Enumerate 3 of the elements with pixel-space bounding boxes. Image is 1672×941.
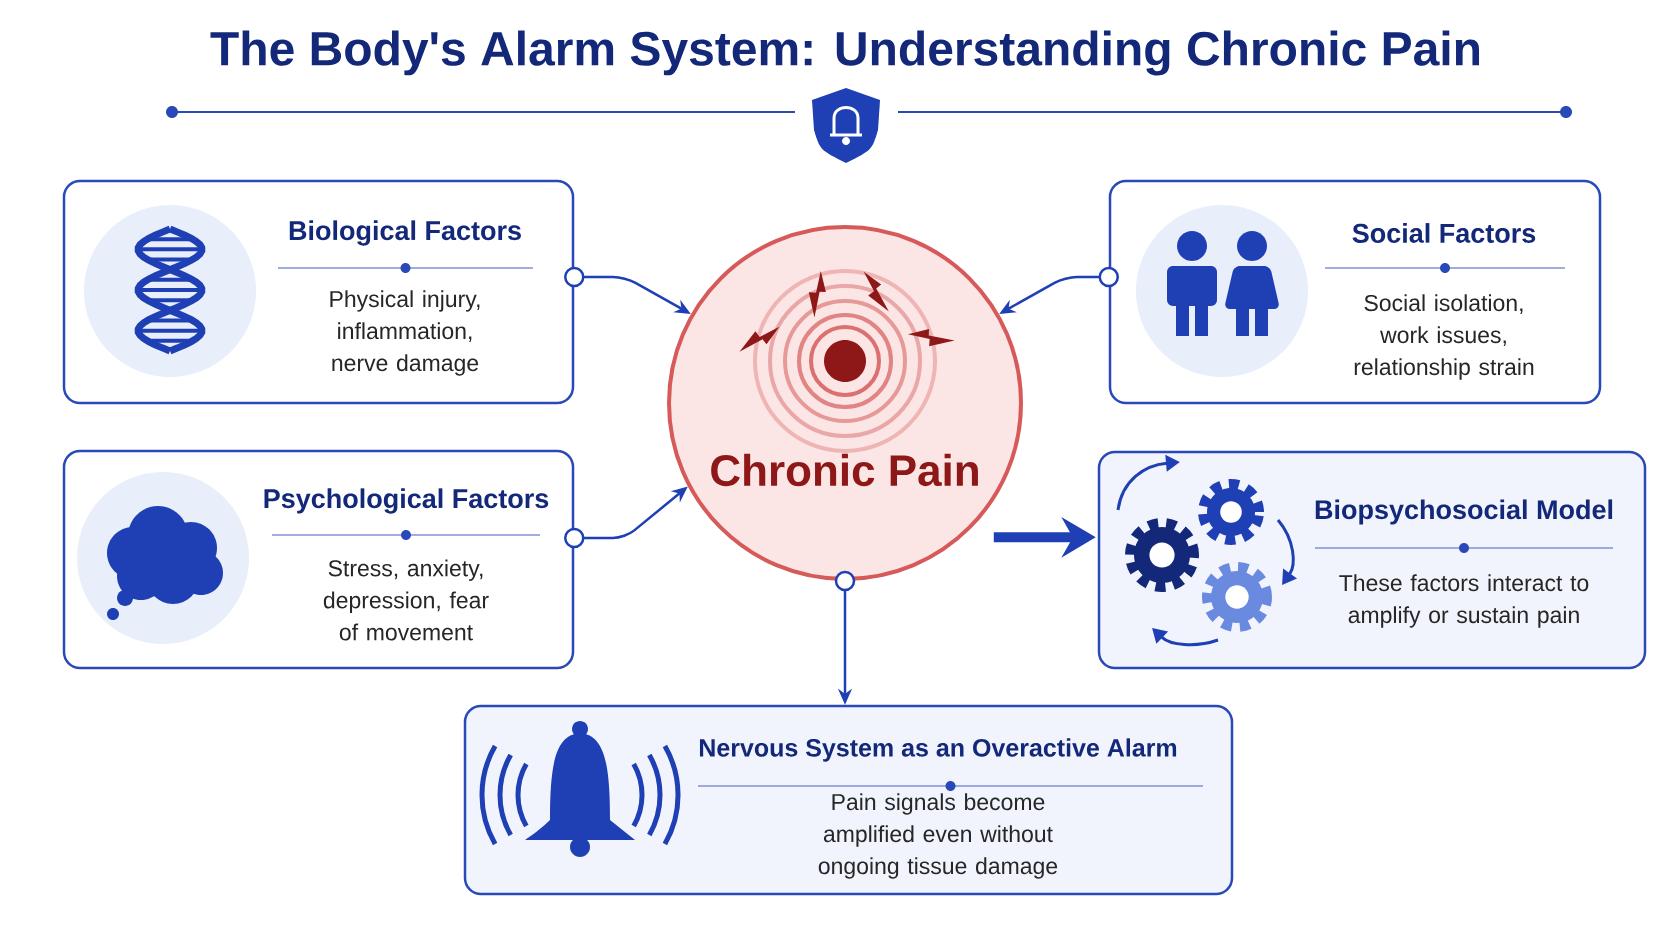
info-card: Biopsychosocial Model These factors interact to amplify or sustain pain <box>1097 450 1647 670</box>
title: The Body's Alarm System: Understanding Chronic Pain <box>210 30 1479 76</box>
info-card: Nervous System as an Overactive Alarm Pain signals become amplified even without ongoing tissue damage <box>463 704 1234 896</box>
